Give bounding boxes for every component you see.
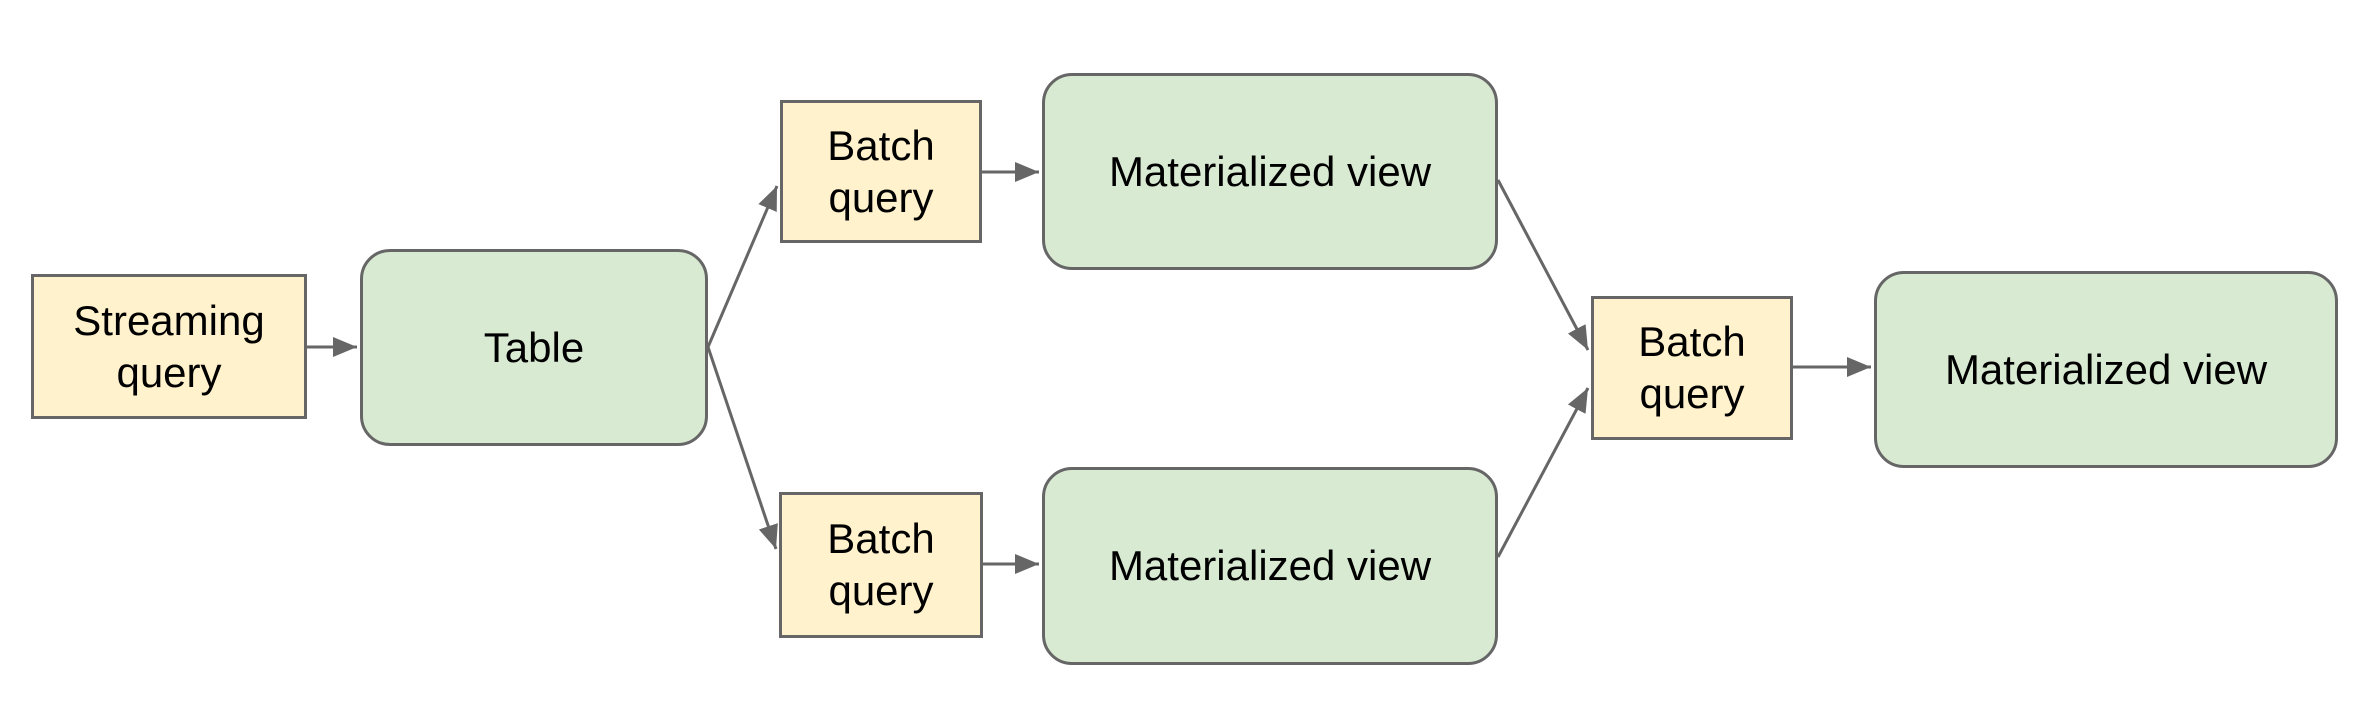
node-batch-query-bottom: Batch query [779, 492, 983, 638]
node-batch-query-bottom-label: Batch query [827, 515, 935, 614]
node-materialized-view-final: Materialized view [1874, 271, 2338, 468]
edge-table-to-batch-bottom [706, 346, 778, 550]
node-materialized-view-top: Materialized view [1042, 73, 1498, 270]
node-batch-query-top: Batch query [780, 100, 982, 243]
node-batch-query-top-label: Batch query [827, 121, 935, 221]
node-materialized-view-bottom: Materialized view [1042, 467, 1498, 665]
node-batch-query-final: Batch query [1591, 296, 1793, 440]
node-table-label: Table [483, 323, 585, 371]
node-materialized-view-final-label: Materialized view [1944, 345, 2268, 393]
node-batch-query-final-label: Batch query [1638, 318, 1746, 417]
node-table: Table [360, 249, 708, 446]
node-streaming-query-label: Streaming query [73, 296, 265, 396]
node-materialized-view-top-label: Materialized view [1108, 147, 1432, 195]
edge-mv-top-to-batch-final [1496, 179, 1590, 351]
node-materialized-view-bottom-label: Materialized view [1108, 542, 1432, 589]
node-streaming-query: Streaming query [31, 274, 307, 419]
edge-mv-bottom-to-batch-final [1496, 387, 1590, 558]
edge-table-to-batch-top [706, 185, 779, 348]
